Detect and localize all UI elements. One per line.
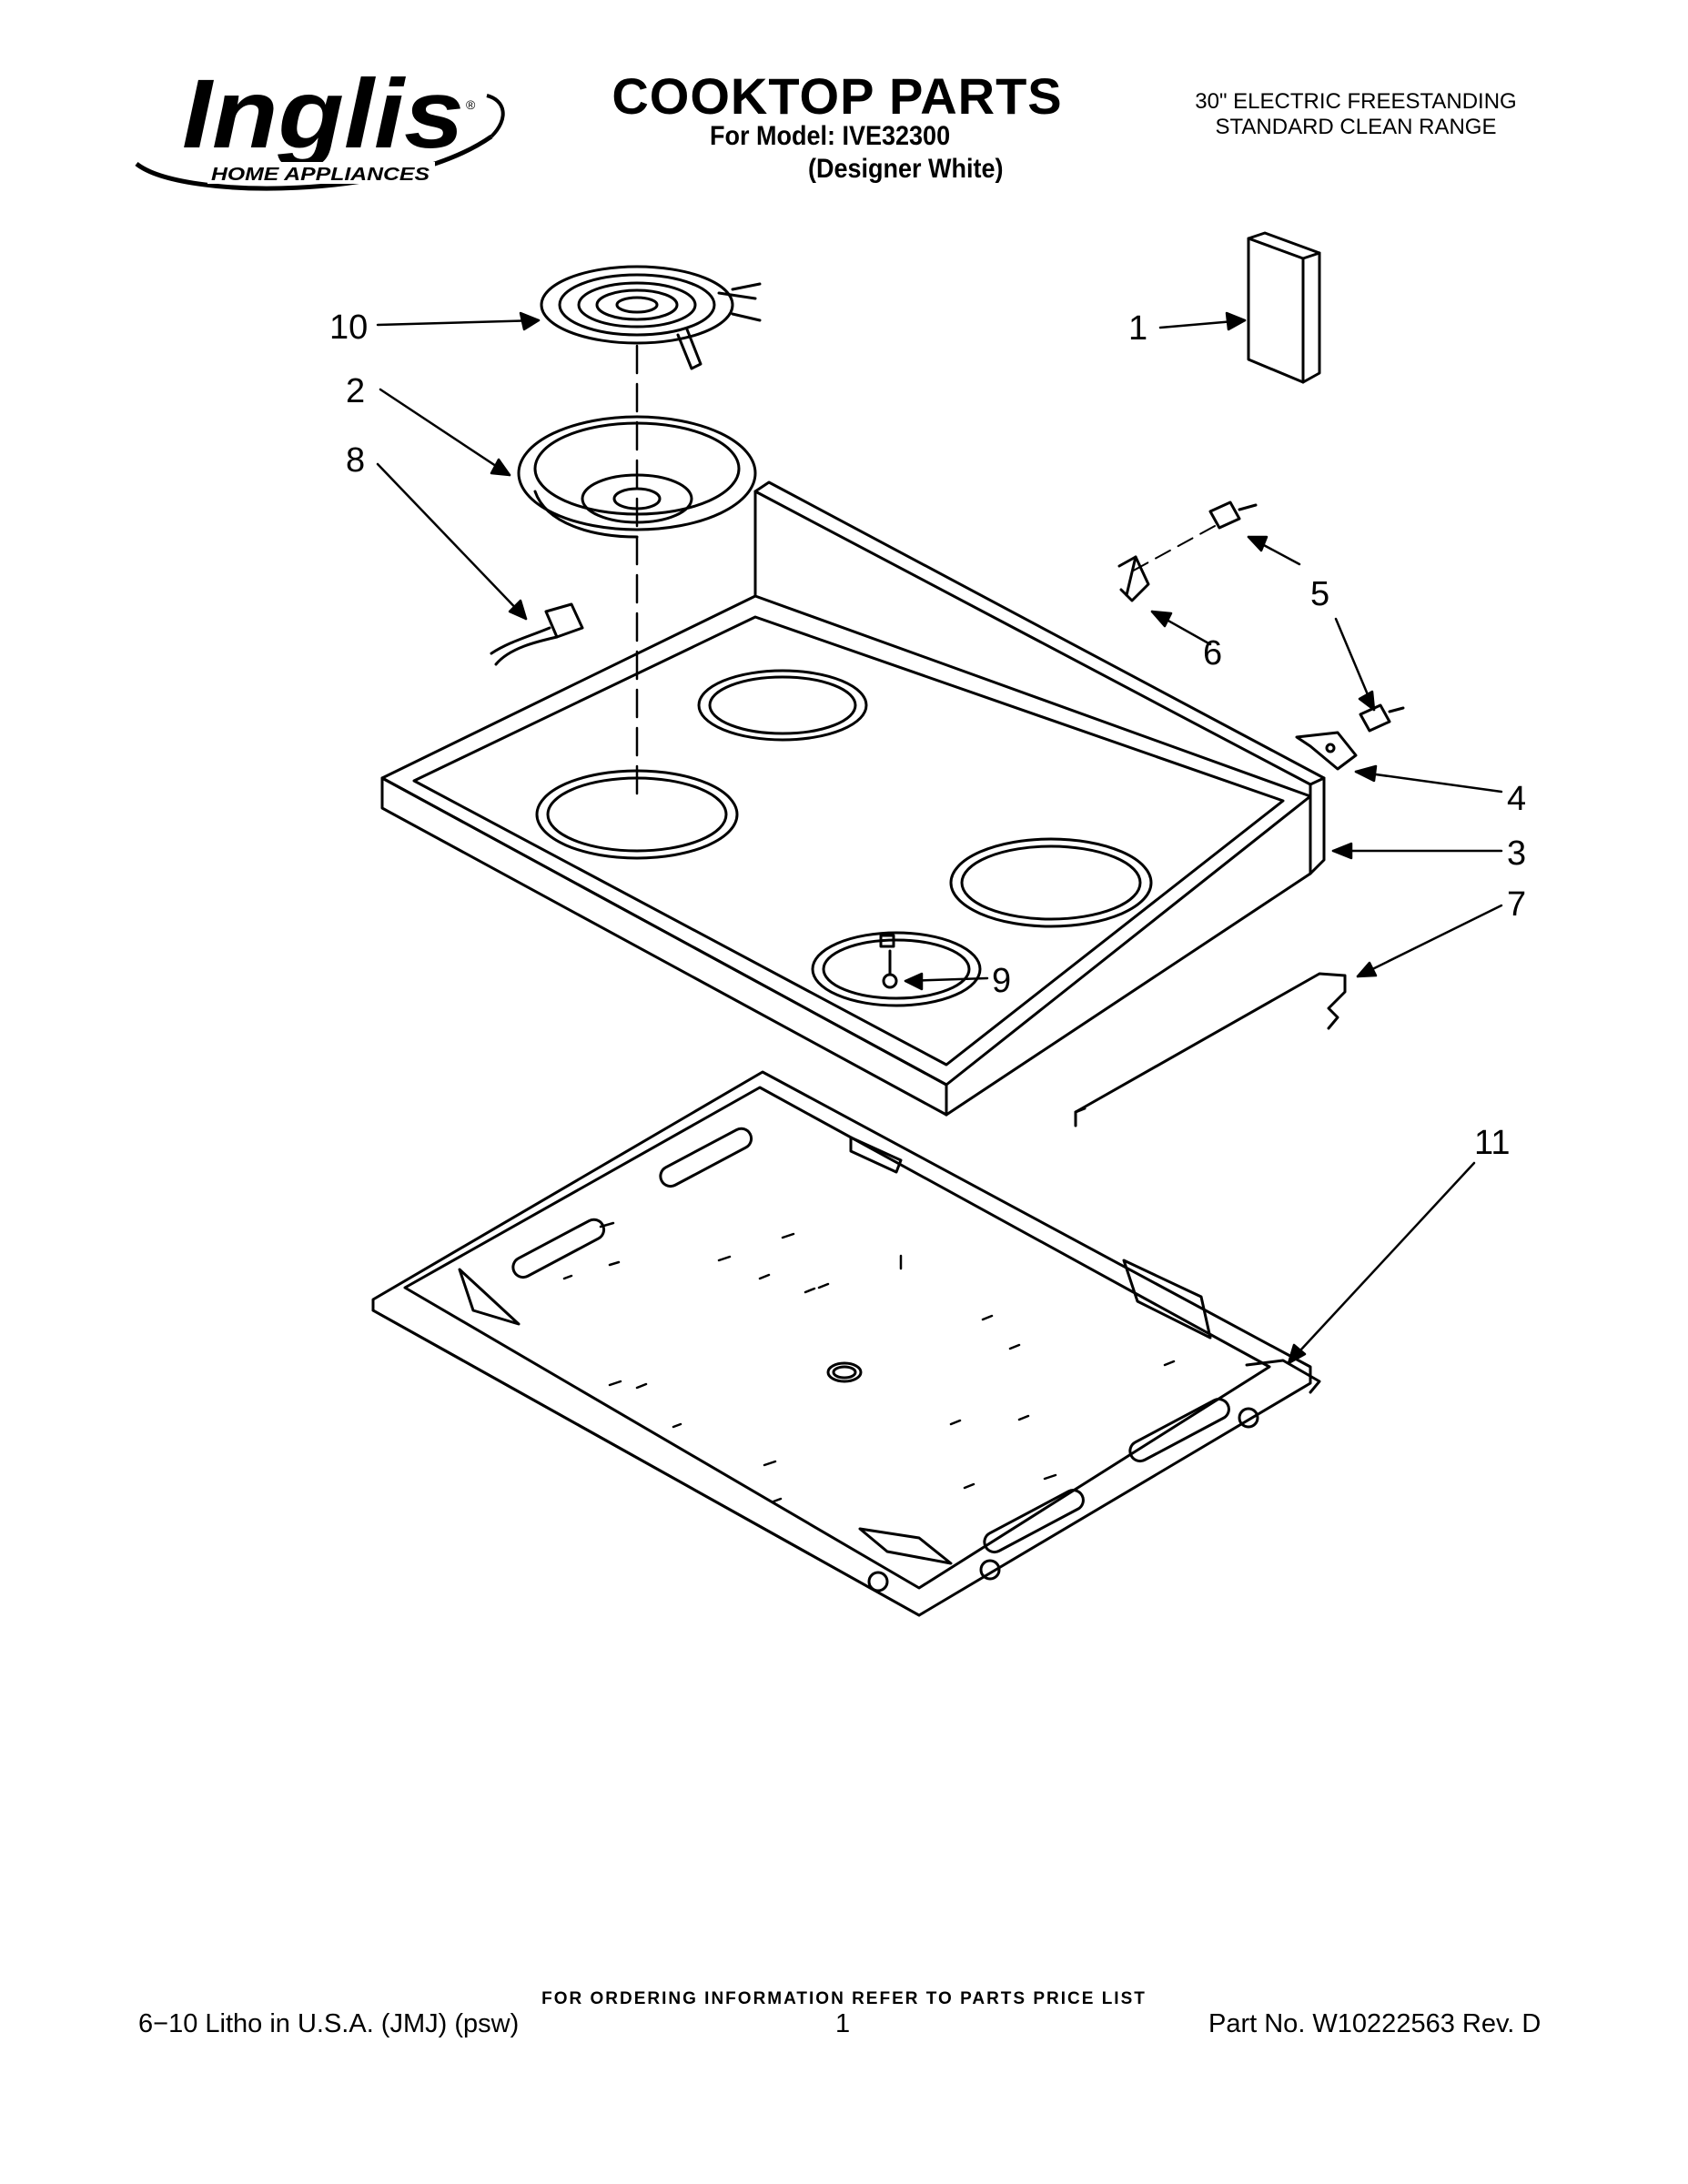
callout-8: 8 [346, 441, 365, 480]
callout-4: 4 [1507, 780, 1526, 818]
callout-numbers: 1 2 3 4 5 6 7 8 9 10 11 [329, 308, 1526, 1162]
retaining-clip [1117, 555, 1150, 602]
description-line-2: STANDARD CLEAN RANGE [1215, 115, 1497, 139]
callout-2: 2 [346, 372, 365, 410]
logo-wordmark: Inglis [182, 64, 464, 168]
product-description: 30" ELECTRIC FREESTANDING STANDARD CLEAN… [1128, 89, 1583, 140]
model-variant: (Designer White) [808, 154, 1004, 184]
drip-bowl [517, 415, 757, 539]
wire-connector [490, 602, 584, 666]
cooktop-body [380, 480, 1326, 1117]
surface-element-coil [540, 265, 762, 370]
description-line-1: 30" ELECTRIC FREESTANDING [1195, 89, 1517, 114]
callout-1: 1 [1128, 309, 1147, 348]
mounting-bracket [1295, 731, 1358, 771]
callout-5: 5 [1310, 575, 1329, 613]
part-block [1247, 231, 1321, 384]
support-rod [1074, 972, 1347, 1127]
page-title: COOKTOP PARTS [612, 67, 1063, 125]
ordering-information: FOR ORDERING INFORMATION REFER TO PARTS … [541, 1989, 1147, 2008]
callout-leaders [376, 311, 1503, 1365]
callout-10: 10 [329, 308, 368, 347]
litho-info: 6−10 Litho in U.S.A. (JMJ) (psw) [138, 2009, 520, 2038]
model-number: For Model: IVE32300 [710, 121, 951, 151]
part-number: Part No. W10222563 Rev. D [1208, 2009, 1541, 2038]
callout-11: 11 [1474, 1124, 1510, 1162]
burner-screw [879, 934, 898, 989]
logo-tagline: HOME APPLIANCES [211, 165, 430, 185]
page-number: 1 [835, 2009, 851, 2038]
cooktop-base-pan [371, 1070, 1321, 1617]
callout-9: 9 [992, 962, 1011, 1000]
callout-7: 7 [1507, 885, 1526, 924]
inglis-logo: Inglis HOME APPLIANCES ® [135, 64, 505, 191]
callout-6: 6 [1203, 634, 1222, 672]
callout-3: 3 [1507, 834, 1526, 873]
svg-text:®: ® [466, 97, 476, 112]
